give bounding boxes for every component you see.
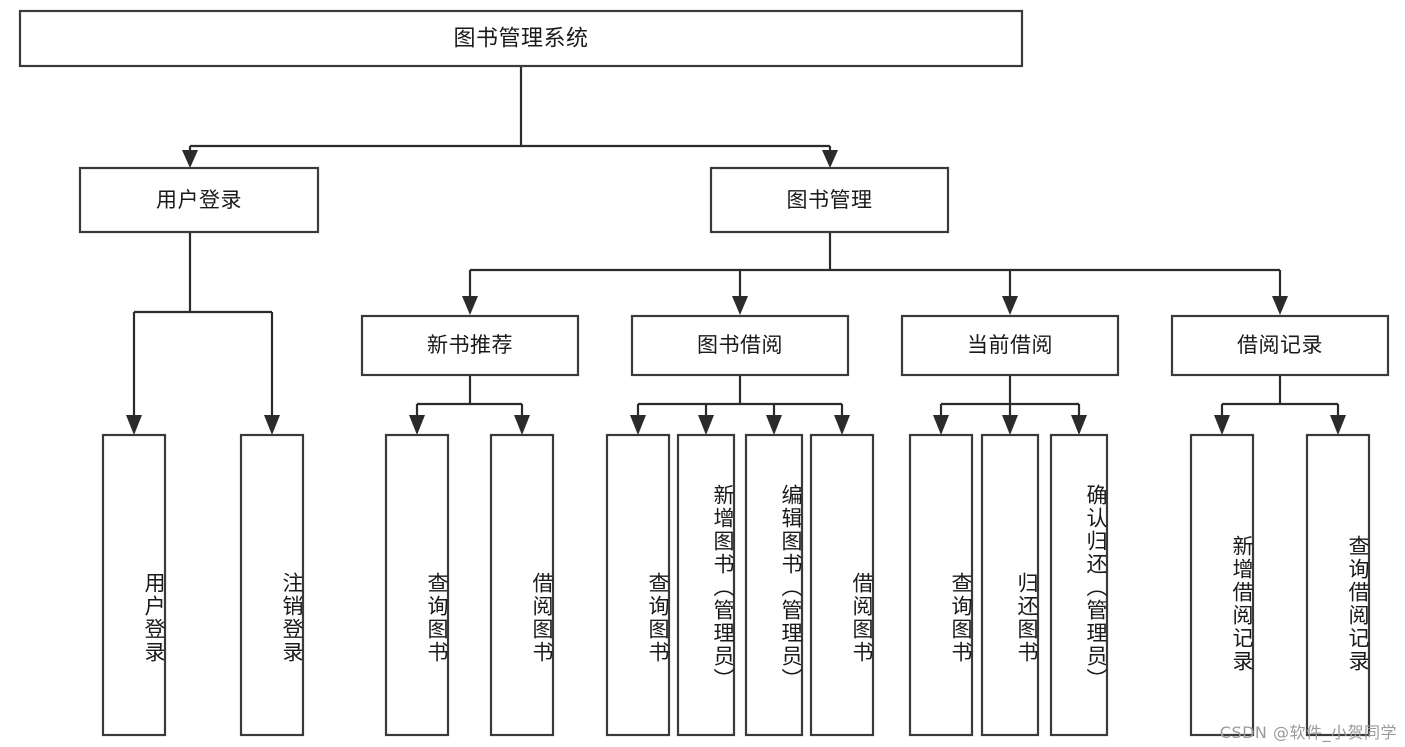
node-borrow-record[interactable]: 借阅记录 — [1170, 314, 1390, 377]
node-root-box[interactable] — [18, 9, 1024, 68]
node-leaf-borrow-book-2-box[interactable] — [809, 433, 875, 737]
node-user-login-label: 用户登录 — [156, 188, 242, 212]
arrow-user-login — [182, 150, 198, 168]
arrow-borrow-record — [1272, 296, 1288, 315]
connector-group-root — [182, 66, 838, 168]
arrow-leaf-add-book — [698, 415, 714, 435]
arrow-new-book-rec — [462, 296, 478, 315]
node-leaf-confirm-return-box[interactable] — [1049, 433, 1109, 737]
csdn-watermark: CSDN @软件_小贺同学 — [1219, 723, 1397, 742]
connector-group-book-borrow — [630, 375, 850, 435]
node-leaf-logout-box[interactable] — [239, 433, 305, 737]
node-book-borrow-box[interactable] — [630, 314, 850, 377]
node-leaf-query-book-2-box[interactable] — [605, 433, 671, 737]
arrow-leaf-query-book-1 — [409, 415, 425, 435]
connector-group-current-borrow — [933, 375, 1087, 435]
arrow-book-borrow — [732, 296, 748, 315]
arrow-leaf-user-login — [126, 415, 142, 435]
node-leaf-query-book-3-box[interactable] — [908, 433, 974, 737]
node-leaf-query-book-1-box[interactable] — [384, 433, 450, 737]
node-leaf-edit-book-box[interactable] — [744, 433, 804, 737]
node-borrow-record-box[interactable] — [1170, 314, 1390, 377]
node-new-book-rec-box[interactable] — [360, 314, 580, 377]
node-current-borrow-box[interactable] — [900, 314, 1120, 377]
node-new-book-rec[interactable]: 新书推荐 — [360, 314, 580, 377]
arrow-leaf-confirm-return — [1071, 415, 1087, 435]
arrow-leaf-query-record — [1330, 415, 1346, 435]
node-leaf-borrow-book-1-box[interactable] — [489, 433, 555, 737]
node-book-borrow[interactable]: 图书借阅 — [630, 314, 850, 377]
node-user-login[interactable]: 用户登录 — [78, 166, 320, 234]
arrow-leaf-add-record — [1214, 415, 1230, 435]
connector-group-user-login — [126, 232, 280, 435]
node-new-book-rec-label: 新书推荐 — [427, 333, 513, 357]
connector-group-borrow-record — [1214, 375, 1346, 435]
arrow-leaf-query-book-2 — [630, 415, 646, 435]
node-leaf-add-record-box[interactable] — [1189, 433, 1255, 737]
node-root[interactable]: 图书管理系统 — [18, 9, 1024, 68]
arrow-leaf-logout — [264, 415, 280, 435]
node-root-label: 图书管理系统 — [453, 27, 588, 52]
connector-group-new-book-rec — [409, 375, 530, 435]
node-current-borrow[interactable]: 当前借阅 — [900, 314, 1120, 377]
node-user-login-box[interactable] — [78, 166, 320, 234]
node-book-manage[interactable]: 图书管理 — [709, 166, 950, 234]
node-book-manage-label: 图书管理 — [787, 188, 873, 212]
arrow-leaf-borrow-book-1 — [514, 415, 530, 435]
node-leaf-add-book-box[interactable] — [676, 433, 736, 737]
node-leaf-return-book-box[interactable] — [980, 433, 1040, 737]
arrow-leaf-query-book-3 — [933, 415, 949, 435]
arrow-leaf-return-book — [1002, 415, 1018, 435]
node-leaf-query-record-box[interactable] — [1305, 433, 1371, 737]
node-borrow-record-label: 借阅记录 — [1237, 333, 1323, 357]
arrow-current-borrow — [1002, 296, 1018, 315]
arrow-leaf-borrow-book-2 — [834, 415, 850, 435]
arrow-leaf-edit-book — [766, 415, 782, 435]
node-leaf-user-login-box[interactable] — [101, 433, 167, 737]
node-book-borrow-label: 图书借阅 — [697, 333, 783, 357]
node-current-borrow-label: 当前借阅 — [967, 333, 1053, 357]
arrow-book-manage — [822, 150, 838, 168]
connector-group-book-manage — [462, 232, 1288, 315]
node-book-manage-box[interactable] — [709, 166, 950, 234]
